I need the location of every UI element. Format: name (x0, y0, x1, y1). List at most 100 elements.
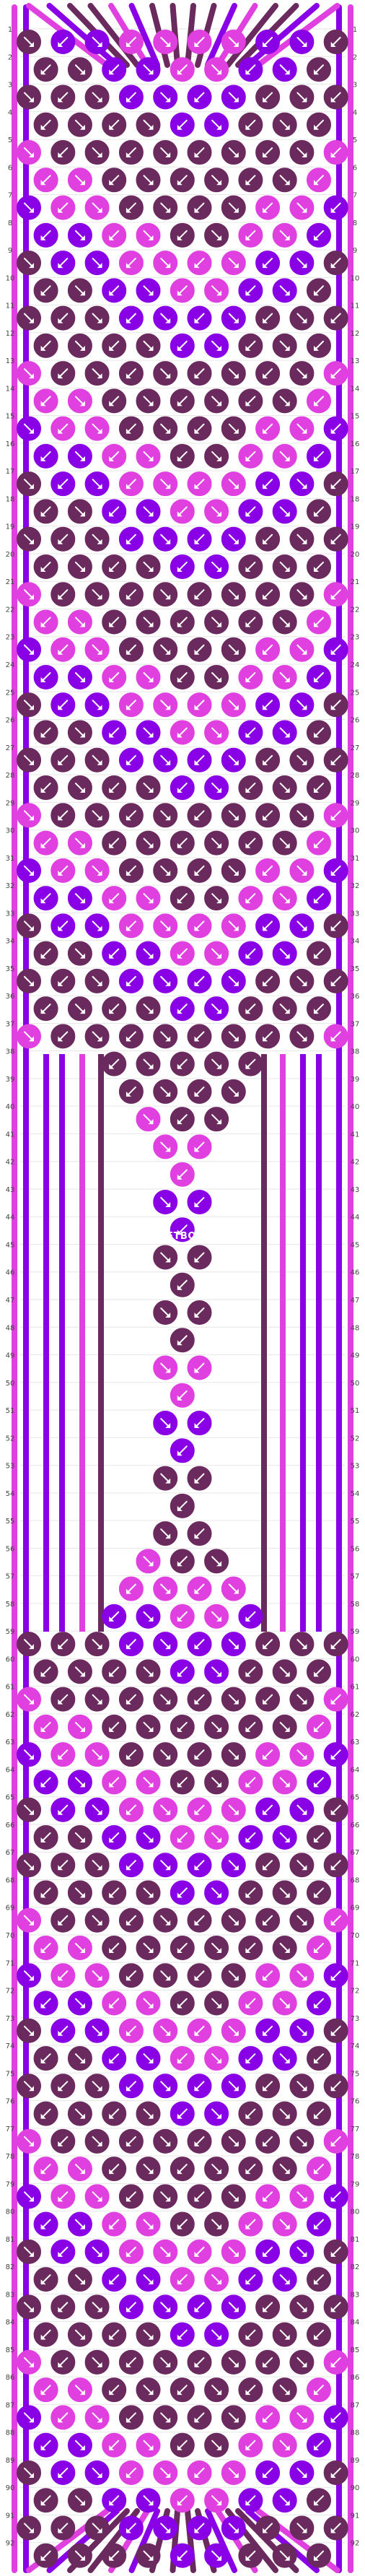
knot (136, 554, 161, 579)
knot (50, 2128, 76, 2154)
knot (67, 1714, 92, 1739)
knot (84, 2349, 110, 2375)
knot (102, 2157, 127, 2182)
knot (187, 361, 212, 386)
knot (102, 554, 127, 579)
knot (67, 775, 92, 801)
row-label-right: 81 (351, 2236, 360, 2244)
row-label-right: 66 (351, 1822, 360, 1829)
knot (153, 195, 178, 220)
knot (204, 222, 229, 248)
knot (289, 2349, 315, 2375)
knot (238, 278, 263, 303)
knot (187, 1189, 212, 1214)
row-label-left: 85 (6, 2346, 15, 2354)
knot (255, 2074, 281, 2099)
knot (118, 2515, 144, 2541)
row-label-left: 44 (6, 1214, 15, 1222)
knot (67, 1770, 92, 1795)
row-label-left: 18 (6, 495, 15, 503)
knot (84, 747, 110, 773)
knot (307, 2101, 331, 2126)
knot (17, 2074, 41, 2099)
knot (84, 416, 110, 441)
row-label-left: 46 (6, 1269, 15, 1277)
knot (221, 803, 246, 828)
knot (50, 2405, 76, 2430)
knot (204, 2267, 229, 2292)
knot (187, 1687, 212, 1712)
knot (204, 2377, 229, 2403)
knot (238, 1604, 263, 1629)
knot (221, 251, 246, 276)
knot (136, 830, 161, 856)
knot (187, 968, 212, 993)
knot (255, 195, 281, 220)
knot (33, 499, 58, 524)
knot (323, 1853, 348, 1878)
knot (238, 1659, 263, 1684)
knot (84, 582, 110, 607)
knot (102, 1604, 127, 1629)
knot (136, 2157, 161, 2182)
knot (187, 637, 212, 662)
knot (136, 167, 161, 193)
knot (153, 2405, 178, 2430)
row-label-left: 62 (6, 1711, 15, 1719)
row-label-left: 23 (6, 634, 15, 642)
knot (255, 471, 281, 497)
knot (238, 775, 263, 801)
row-label-right: 88 (351, 2429, 360, 2437)
knot (238, 112, 263, 137)
knot (307, 996, 331, 1022)
knot (102, 886, 127, 911)
row-label-left: 11 (6, 303, 15, 310)
knot (204, 1604, 229, 1629)
knot (136, 2377, 161, 2403)
knot (50, 195, 76, 220)
knot (102, 499, 127, 524)
knot (118, 305, 144, 331)
row-label-left: 65 (6, 1794, 15, 1802)
row-label-right: 89 (351, 2457, 360, 2465)
row-label-left: 49 (6, 1352, 15, 1360)
knot (255, 637, 281, 662)
knot (102, 222, 127, 248)
knot (84, 2239, 110, 2264)
knot (255, 140, 281, 165)
knot (153, 1907, 178, 1933)
knot (221, 1024, 246, 1049)
row-label-left: 72 (6, 1988, 15, 1996)
knot (170, 57, 195, 82)
knot (221, 2074, 246, 2099)
knot (323, 140, 348, 165)
knot (153, 2074, 178, 2099)
row-label-left: 57 (6, 1573, 15, 1581)
row-label-left: 67 (6, 1849, 15, 1857)
knot (238, 554, 263, 579)
knot (84, 1687, 110, 1712)
knot (153, 803, 178, 828)
knot (204, 1107, 229, 1132)
knot (170, 2211, 195, 2237)
row-label-left: 25 (6, 689, 15, 697)
row-label-left: 80 (6, 2209, 15, 2216)
knot (187, 1355, 212, 1380)
knot (187, 1300, 212, 1325)
knot (118, 2184, 144, 2209)
row-grid (20, 28, 345, 2544)
knot (204, 941, 229, 966)
knot (307, 1714, 331, 1739)
knot (153, 471, 178, 497)
knot (50, 251, 76, 276)
knot (33, 388, 58, 414)
row-label-right: 51 (351, 1407, 360, 1415)
knot (84, 251, 110, 276)
knot (238, 388, 263, 414)
row-label-left: 9 (8, 247, 12, 255)
knot (289, 140, 315, 165)
row-label-left: 21 (6, 578, 15, 586)
knot (255, 30, 281, 54)
row-label-right: 20 (351, 551, 360, 559)
knot (118, 471, 144, 497)
